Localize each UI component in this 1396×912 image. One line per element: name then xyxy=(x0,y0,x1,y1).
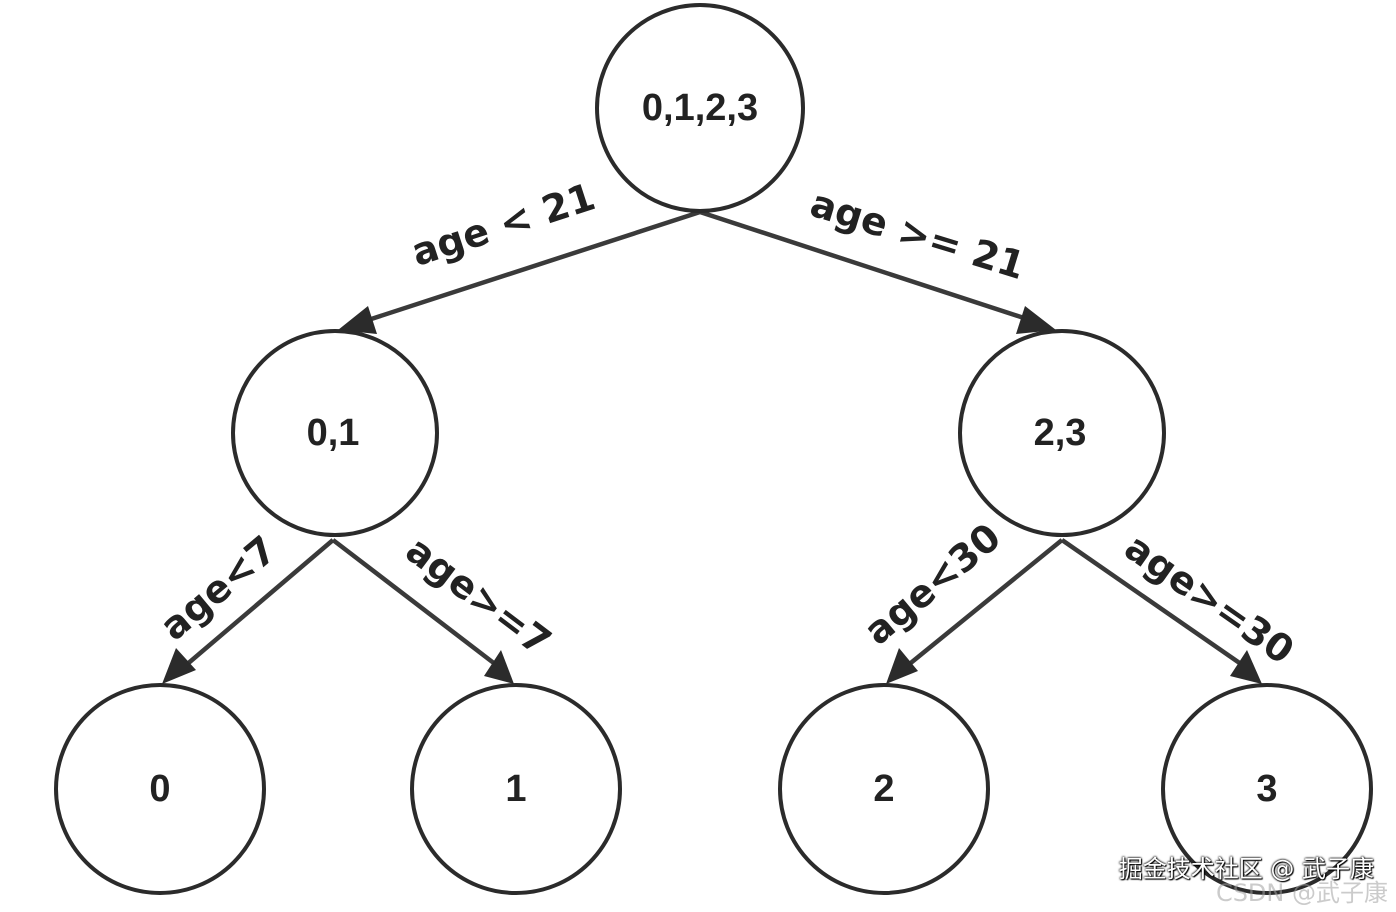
node-label-leaf-0: 0 xyxy=(149,768,170,810)
node-leaf-3: 3 xyxy=(1161,683,1373,895)
arrowhead xyxy=(338,306,377,334)
edge-label-left-leaf0: age<7 xyxy=(152,527,285,649)
node-root: 0,1,2,3 xyxy=(595,3,805,213)
watermark-csdn: CSDN @武子康 xyxy=(1215,879,1388,907)
node-label-leaf-2: 2 xyxy=(873,768,894,810)
node-label-left: 0,1 xyxy=(307,412,360,454)
edge-root-left xyxy=(338,209,701,334)
edge-left-leaf1 xyxy=(331,538,514,684)
arrowhead xyxy=(162,648,196,684)
edge-label-left-leaf1: age>=7 xyxy=(398,528,559,665)
edge-label-root-right: age >= 21 xyxy=(805,181,1030,288)
arrowhead xyxy=(484,650,514,684)
edge-root-right xyxy=(699,209,1056,334)
node-leaf-2: 2 xyxy=(778,683,990,895)
edge-label-root-left: age < 21 xyxy=(406,174,600,274)
edge-right-leaf2 xyxy=(886,538,1064,684)
arrowhead xyxy=(1230,650,1262,684)
edge-left-leaf0 xyxy=(162,538,335,684)
node-left: 0,1 xyxy=(231,329,439,537)
node-label-leaf-3: 3 xyxy=(1256,768,1277,810)
node-label-root: 0,1,2,3 xyxy=(642,87,758,129)
edge-right-leaf3 xyxy=(1060,538,1262,684)
node-leaf-1: 1 xyxy=(410,683,622,895)
edge-label-right-leaf2: age<30 xyxy=(856,515,1009,654)
node-leaf-0: 0 xyxy=(54,683,266,895)
watermark-juejin: 掘金技术社区 @ 武子康 xyxy=(1118,855,1374,883)
node-label-leaf-1: 1 xyxy=(505,768,526,810)
node-label-right: 2,3 xyxy=(1034,412,1087,454)
node-right: 2,3 xyxy=(958,329,1166,537)
arrowhead xyxy=(1016,306,1056,334)
arrowhead xyxy=(886,648,918,684)
